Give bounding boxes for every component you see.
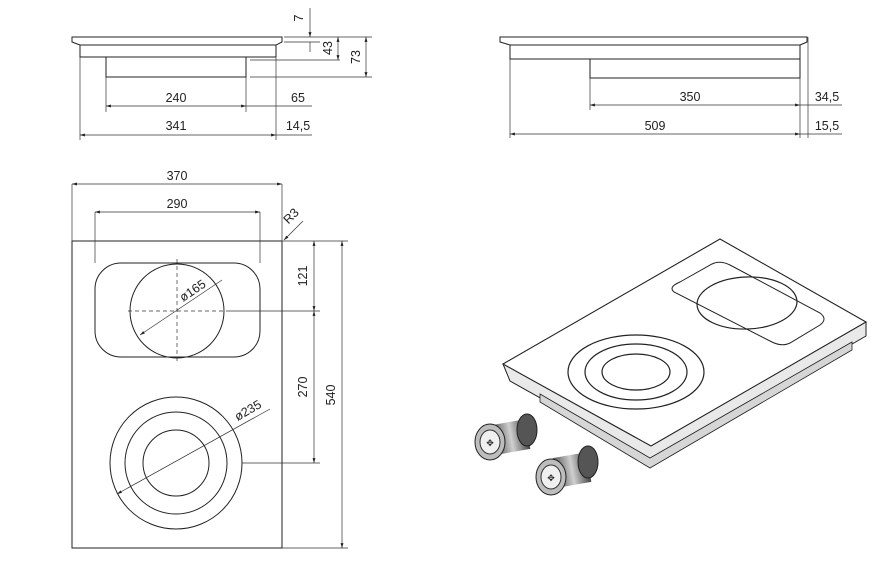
dim-thickness: 7 xyxy=(292,14,306,21)
dim-zone-width: 290 xyxy=(167,197,188,211)
side-view-left: 7 43 73 240 65 341 14,5 xyxy=(71,8,372,140)
dim-total-height: 73 xyxy=(349,50,363,64)
dim-body-height: 43 xyxy=(321,41,335,55)
dim-edge-offset-2: 15,5 xyxy=(815,119,839,133)
dim-cutout-offset-2: 34,5 xyxy=(815,90,839,104)
dim-large-diameter: ø235 xyxy=(232,397,264,423)
hob-glass-top xyxy=(501,238,868,447)
render-burner-large xyxy=(567,334,705,410)
dim-cutout-width: 240 xyxy=(166,91,187,105)
dim-small-diameter: ø165 xyxy=(177,277,208,305)
dim-cutout-offset: 65 xyxy=(291,91,305,105)
side-view-right: 350 34,5 509 15,5 xyxy=(499,36,842,138)
hob-top-plate xyxy=(71,36,283,58)
dim-center-distance: 270 xyxy=(296,377,310,398)
control-knob-2[interactable]: ✥ xyxy=(535,445,599,496)
hob-underbody xyxy=(539,341,853,469)
dim-cutout-width-2: 350 xyxy=(680,90,701,104)
hob-outline xyxy=(71,240,283,549)
dim-overall-width: 341 xyxy=(166,119,187,133)
hob-body-2 xyxy=(589,58,801,79)
render-burner-small xyxy=(696,276,798,330)
knob-1-symbol: ✥ xyxy=(486,438,494,448)
hob-top-plate-2 xyxy=(499,36,808,60)
hob-body xyxy=(105,56,247,78)
dim-corner-radius: R3 xyxy=(281,206,302,227)
dim-overall-width-2: 509 xyxy=(645,119,666,133)
burner-large xyxy=(109,396,243,530)
dim-overall-depth: 540 xyxy=(324,385,338,406)
heating-zone-small-frame xyxy=(94,262,261,358)
dim-front-to-center: 121 xyxy=(296,266,310,287)
dim-edge-offset: 14,5 xyxy=(286,119,310,133)
top-view: 370 290 R3 ø165 ø235 121 270 540 xyxy=(71,169,348,549)
knob-2-symbol: ✥ xyxy=(547,473,555,483)
render-view: ✥ ✥ xyxy=(474,238,868,496)
control-knob-1[interactable]: ✥ xyxy=(474,413,538,461)
dim-top-width: 370 xyxy=(167,169,188,183)
render-zone-frame xyxy=(671,261,825,346)
